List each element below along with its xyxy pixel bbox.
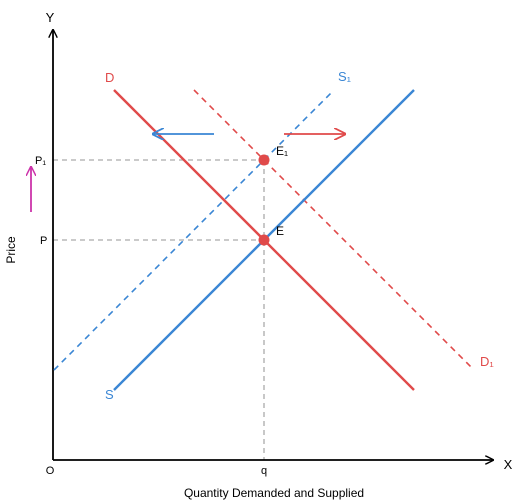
q-label: q	[261, 465, 267, 477]
p-label: P	[40, 235, 47, 247]
equilibrium-point-e1	[258, 154, 270, 166]
y-axis-title: Price	[4, 236, 18, 264]
demand-curve-d1	[193, 89, 475, 371]
x-axis-label: X	[504, 457, 513, 472]
point-label-e1: E₁	[276, 144, 288, 158]
point-label-e: E	[276, 224, 284, 238]
demand-label-d1: D₁	[480, 354, 494, 369]
origin-label: O	[46, 465, 55, 477]
demand-label-d: D	[105, 70, 114, 85]
supply-curve-s1	[53, 89, 335, 371]
supply-label-s: S	[105, 387, 114, 402]
y-axis-label: Y	[46, 10, 55, 25]
p1-label: P₁	[35, 155, 46, 167]
x-axis-title: Quantity Demanded and Supplied	[184, 486, 364, 500]
equilibrium-point-e	[258, 234, 270, 246]
supply-label-s1: S₁	[338, 69, 352, 84]
